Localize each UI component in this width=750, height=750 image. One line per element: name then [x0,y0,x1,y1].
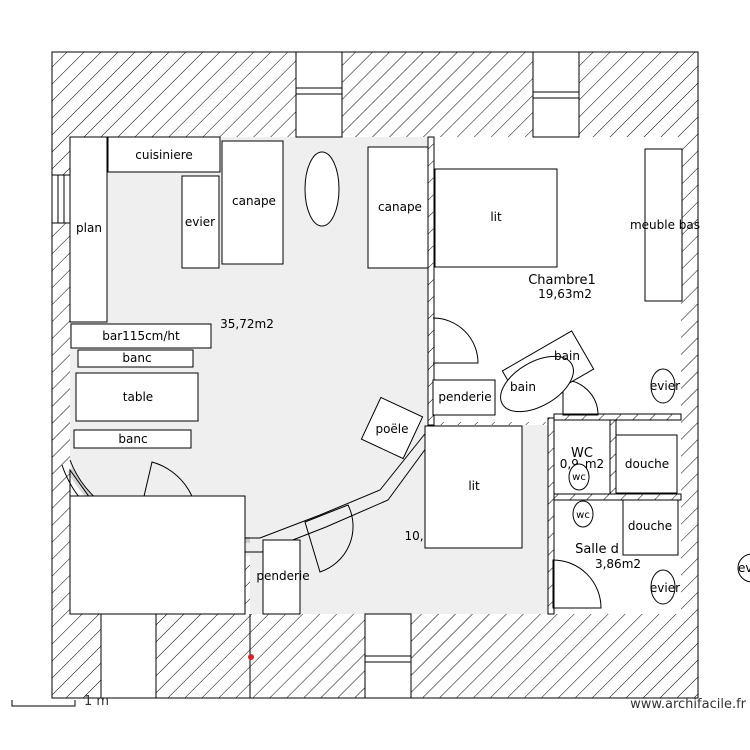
partition-wall [427,136,435,426]
partition-wall-3 [553,413,682,421]
canape-1-label: canape [232,194,276,208]
partition-wall-4 [609,419,617,501]
door-salle [552,559,602,609]
penderie-1-label: penderie [438,390,491,404]
scale-bar [11,700,76,707]
cuisiniere-label: cuisiniere [135,148,193,162]
evier-chambre [650,368,676,404]
douche-1 [615,434,678,494]
evier-outside [737,553,750,583]
douche-1-label: douche [625,457,669,471]
cuisiniere [107,136,221,173]
penderie-2 [262,539,301,615]
canape-1 [221,140,284,265]
canape-2-label: canape [378,200,422,214]
banc-1 [77,349,194,368]
oval-table [304,151,340,227]
bar-label: bar115cm/ht [102,329,180,343]
window-left [51,174,71,224]
douche-2-label: douche [628,519,672,533]
evier-kitchen-label: evier [185,215,215,229]
bain-2-label: bain [510,380,536,394]
meuble-bas [644,148,683,302]
partition-wall-5 [553,493,682,501]
evier-chambre-label: evier [650,379,680,393]
plan-counter [69,136,108,323]
chambre1-area: 19,63m2 [538,287,592,301]
wc-toilet-label: wc [572,472,586,483]
wc-toilet-2-label: wc [576,510,590,521]
meuble-bas-label: meuble bas [630,218,700,232]
door-hall [304,504,354,573]
canape-2 [367,146,429,269]
wc-toilet [568,463,590,491]
door-chambre [432,317,479,364]
poele-label: poële [375,422,408,436]
poele [360,396,424,460]
entry-block [69,495,246,615]
salle-name: Salle d [575,542,619,557]
wc-name: WC [571,446,593,461]
door-bottom-left [100,613,157,699]
scale-label: 1 m [84,694,110,709]
window-top-right [532,51,580,138]
evier-kitchen [181,175,220,269]
table [75,372,199,422]
evier-outside-label: evie [738,561,750,575]
lit-1 [434,168,558,268]
evier-salle-label: evier [650,581,680,595]
bar [70,323,212,349]
bain-1-label: bain [554,349,580,363]
lit-2-label: lit [468,479,480,493]
plan-label: plan [76,221,102,235]
bain-2 [500,355,574,413]
lit-1-label: lit [490,210,502,224]
penderie-2-label: penderie [256,569,309,583]
penderie-1 [432,379,496,416]
douche-2 [622,499,679,556]
banc-1-label: banc [122,351,151,365]
partition-wall-2 [547,417,555,615]
salle-area: 3,86m2 [595,557,641,571]
wc-area: 0,9_m2 [560,457,604,471]
lit-2 [424,425,523,549]
evier-salle [650,569,676,605]
living-area-label: 35,72m2 [220,317,274,331]
table-label: table [123,390,153,404]
wc-toilet-2 [572,500,594,528]
banc-2-label: banc [118,432,147,446]
credit-text[interactable]: www.archifacile.fr [630,697,746,712]
chambre1-name: Chambre1 [528,273,596,288]
red-marker [248,654,254,660]
room2-area-label: 10, [404,529,423,543]
banc-2 [73,429,192,449]
